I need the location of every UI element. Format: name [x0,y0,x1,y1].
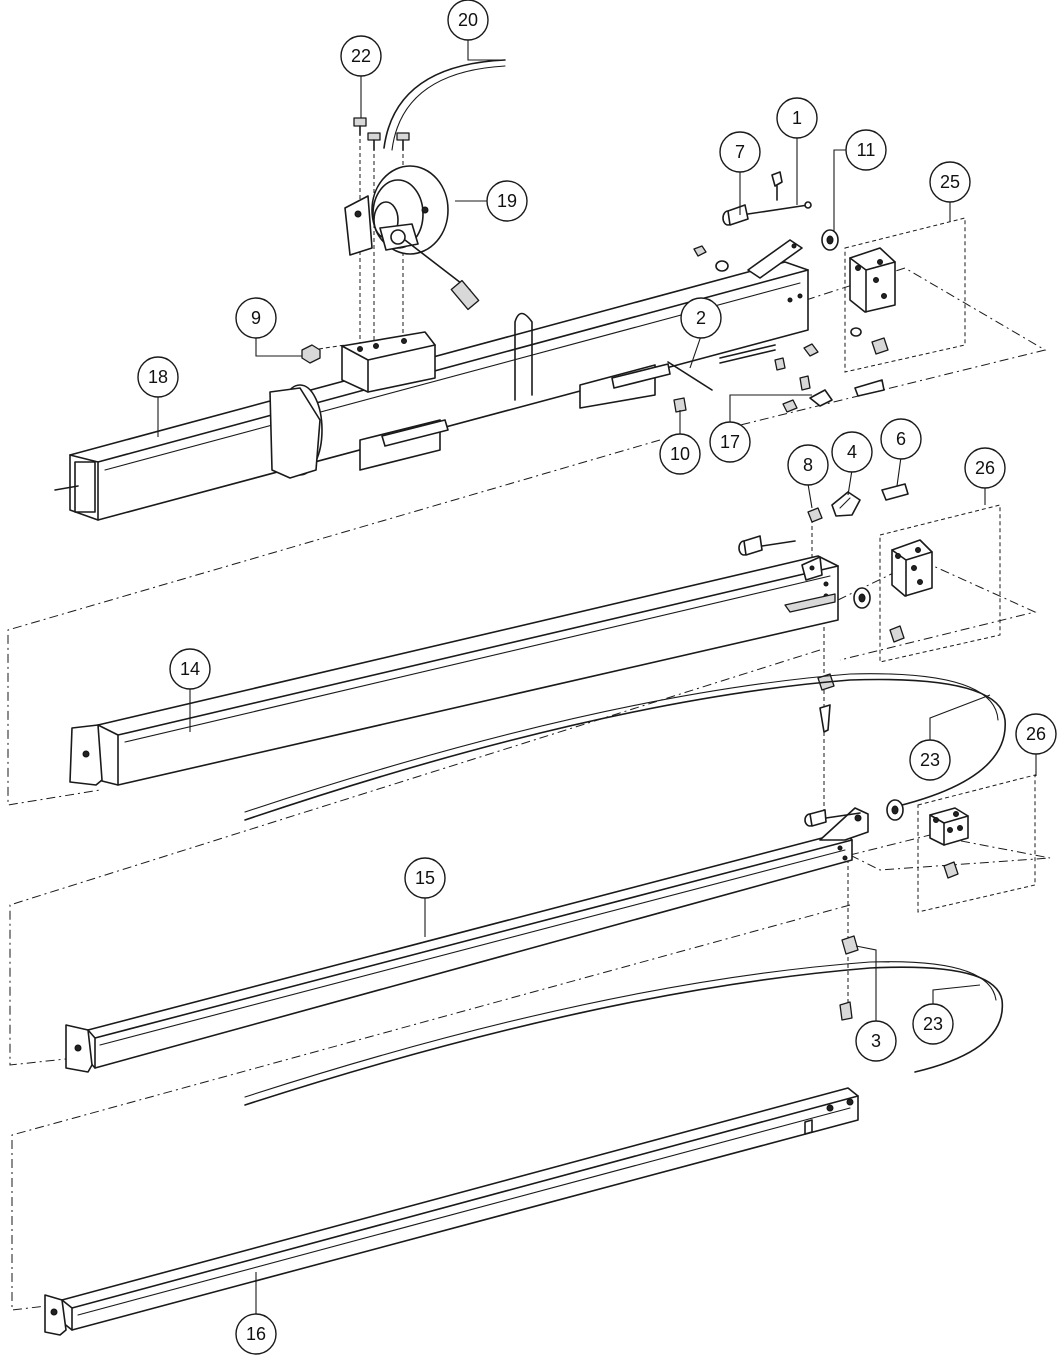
boom-15 [65,807,869,1073]
boom-14 [69,555,839,786]
svg-text:19: 19 [497,191,517,211]
callout-4: 4 [831,431,873,473]
callout-8: 8 [787,444,829,486]
svg-text:11: 11 [857,140,876,160]
svg-text:8: 8 [803,455,813,475]
svg-text:2: 2 [696,308,706,328]
svg-text:4: 4 [847,442,857,462]
callout-11: 11 [845,129,887,171]
callout-26-lower: 26 [1015,713,1057,755]
svg-text:22: 22 [351,46,371,66]
cable-23-lower-inner [244,961,997,1098]
callout-20: 20 [447,0,489,41]
callout-9: 9 [235,297,277,339]
callout-leaders [157,40,1037,1315]
svg-text:10: 10 [670,444,690,464]
svg-text:9: 9 [251,308,261,328]
callout-19: 19 [486,180,528,222]
boom-18-small-hardware [693,245,885,413]
callout-10: 10 [659,433,701,475]
callout-16: 16 [235,1313,277,1355]
svg-text:15: 15 [415,868,435,888]
bracket-kit-26-upper [879,504,1001,663]
svg-text:26: 26 [1026,724,1046,744]
boom-15-hardware [804,799,959,1021]
callout-18: 18 [137,356,179,398]
boom-14-hardware [738,535,905,733]
boom-16 [44,1087,859,1336]
pin-7 [722,204,749,226]
svg-text:16: 16 [246,1324,266,1344]
svg-text:18: 18 [148,367,168,387]
svg-text:14: 14 [180,659,200,679]
washer-11 [821,229,839,251]
sleeve-6 [881,483,909,501]
callout-22: 22 [340,35,382,77]
callout-7: 7 [719,131,761,173]
svg-text:23: 23 [920,750,940,770]
svg-text:3: 3 [871,1031,881,1051]
svg-text:6: 6 [896,429,906,449]
cable-23-upper [244,678,1006,821]
callout-25: 25 [929,161,971,203]
svg-text:1: 1 [792,108,802,128]
callout-17: 17 [709,421,751,463]
svg-text:23: 23 [923,1014,943,1034]
callout-23-upper: 23 [909,739,951,781]
bracket-kit-26-lower [917,774,1036,913]
nut-9 [301,344,321,364]
winch-19 [344,165,480,311]
svg-text:20: 20 [458,10,478,30]
shackle-8 [807,507,823,523]
callout-3: 3 [855,1020,897,1062]
callout-2: 2 [680,297,722,339]
bolt-10 [673,397,687,413]
cable-20 [383,59,506,149]
bracket-kit-25 [844,217,966,373]
callouts: 20 22 19 1 7 11 25 9 2 18 10 17 8 4 6 26… [137,0,1057,1355]
bolt-1 [747,171,812,215]
callout-26-upper: 26 [964,447,1006,489]
callout-15: 15 [404,857,446,899]
svg-text:17: 17 [720,432,740,452]
cable-23-upper-inner [244,673,999,813]
callout-1: 1 [776,97,818,139]
thimble-4 [831,491,861,517]
svg-text:25: 25 [940,172,960,192]
pin-2 [667,361,713,391]
cable-20-inner [391,65,506,151]
callout-23-lower: 23 [912,1003,954,1045]
svg-text:26: 26 [975,458,995,478]
callout-6: 6 [880,418,922,460]
bolts-22 [353,117,410,151]
cable-23-lower [244,966,1004,1106]
svg-text:7: 7 [735,142,745,162]
callout-14: 14 [169,648,211,690]
